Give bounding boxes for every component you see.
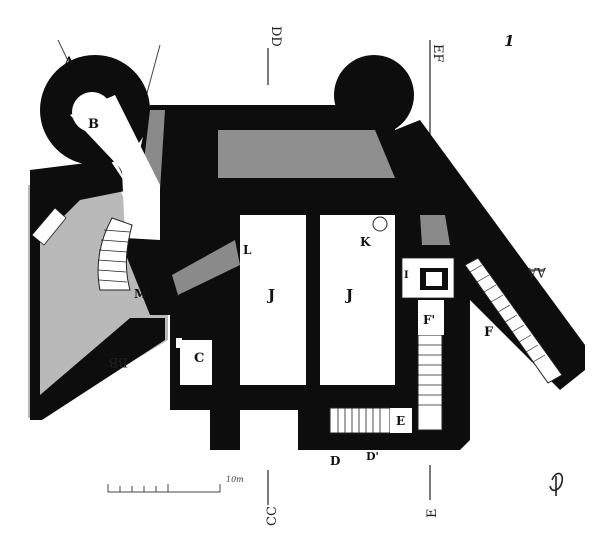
label-m: M — [134, 287, 147, 301]
room-j-left — [240, 215, 306, 385]
label-f-prime: F' — [423, 313, 435, 327]
room-c-niche — [176, 338, 182, 348]
label-dd: DD — [268, 26, 283, 47]
shaded-east-passage — [420, 215, 450, 245]
label-cc: CC — [265, 506, 280, 526]
stair-west — [31, 207, 67, 246]
stair-e — [329, 407, 391, 434]
label-ef: EF — [430, 44, 445, 63]
label-e-bottom: E — [425, 509, 440, 519]
buttress-gap-2 — [240, 410, 298, 450]
label-j-left: J — [266, 286, 275, 304]
tower-northeast — [334, 55, 414, 135]
stair-m-treads — [97, 229, 131, 283]
label-a: A — [63, 55, 75, 70]
label-k: K — [360, 235, 371, 249]
stair-f-prime-treads — [418, 344, 442, 406]
room-j-right — [320, 215, 395, 385]
passage-f-prime-top — [418, 300, 444, 335]
label-aa: AA — [527, 264, 547, 279]
shaded-north-hall — [218, 130, 395, 178]
label-d-prime: D' — [366, 450, 379, 463]
room-c — [180, 340, 212, 385]
west-wall — [30, 160, 165, 420]
buttress-gap-1 — [170, 410, 210, 450]
label-f: F — [484, 325, 494, 340]
stair-f-prime — [417, 334, 443, 431]
label-d: D — [330, 454, 340, 468]
stair-e-landing — [390, 408, 412, 433]
label-i: I — [404, 270, 409, 281]
shaded-diagonal-passage — [172, 240, 240, 295]
stair-f-treads — [469, 264, 546, 363]
stair-e-treads — [337, 408, 381, 433]
well-k — [372, 216, 388, 232]
label-c: C — [194, 351, 204, 366]
label-bb: BB — [109, 354, 128, 369]
label-j-right: J — [344, 286, 353, 304]
tower-inner-opening — [72, 92, 112, 132]
label-b: B — [88, 117, 99, 132]
label-l: L — [243, 243, 252, 257]
north-arrow-icon — [549, 472, 564, 496]
room-i-opening — [426, 272, 442, 286]
scale-bar — [107, 484, 221, 493]
scale-unit-label: 10m — [226, 475, 244, 484]
figure-number: 1 — [504, 32, 514, 50]
east-diagonal-wall — [395, 120, 585, 390]
label-e: E — [396, 414, 405, 428]
